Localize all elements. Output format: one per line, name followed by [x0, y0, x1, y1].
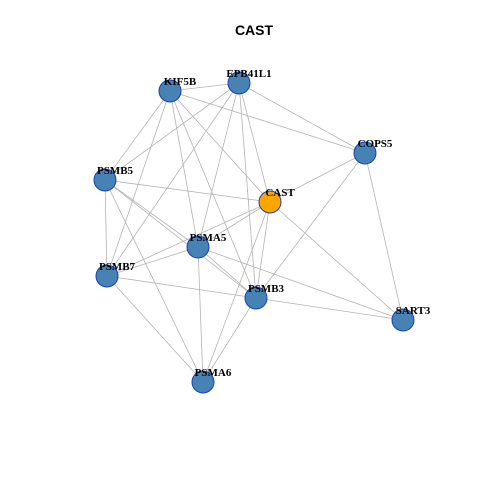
- node-epb41l1: [227, 71, 251, 95]
- edge-epb41l1-psmb7: [106, 82, 240, 277]
- edge-epb41l1-cast: [238, 82, 271, 203]
- edge-psma5-sart3: [197, 246, 404, 321]
- edge-cast-psmb3: [255, 201, 271, 299]
- edge-psmb5-psmb3: [104, 179, 257, 299]
- edge-epb41l1-psma5: [197, 82, 240, 248]
- edge-psmb5-psma5: [104, 179, 199, 248]
- node-psma6: [191, 370, 215, 394]
- node-cops5: [353, 141, 377, 165]
- edge-kif5b-epb41l1: [169, 82, 240, 92]
- node-kif5b: [158, 79, 182, 103]
- edge-epb41l1-psmb5: [104, 82, 240, 181]
- node-label-epb41l1: EPB41L1: [226, 68, 271, 80]
- edge-epb41l1-cops5: [238, 82, 366, 154]
- node-label-cast: CAST: [265, 187, 295, 199]
- node-psmb3: [244, 286, 268, 310]
- edge-layer: [104, 82, 404, 383]
- edge-psmb5-cast: [104, 179, 271, 203]
- edge-kif5b-psmb7: [106, 90, 171, 277]
- edge-psmb3-sart3: [255, 297, 404, 321]
- node-label-psmb5: PSMB5: [97, 165, 134, 177]
- node-label-psma5: PSMA5: [190, 232, 227, 244]
- edge-psmb7-psma6: [106, 275, 204, 383]
- edge-psmb5-psmb7: [104, 179, 108, 277]
- diagram-title: CAST: [235, 22, 274, 38]
- node-label-cops5: COPS5: [358, 138, 393, 150]
- edge-psmb5-psma6: [104, 179, 204, 383]
- edge-cast-sart3: [269, 201, 404, 321]
- node-psmb7: [95, 264, 119, 288]
- edge-cast-psmb7: [106, 201, 271, 277]
- edge-cops5-sart3: [364, 152, 404, 321]
- edge-psma5-psmb7: [106, 246, 199, 277]
- node-sart3: [391, 308, 415, 332]
- edge-kif5b-cops5: [169, 90, 366, 154]
- edge-psma5-psma6: [197, 246, 204, 383]
- node-cast: [258, 190, 282, 214]
- edge-kif5b-psma5: [169, 90, 199, 248]
- edge-cops5-cast: [269, 152, 366, 203]
- edge-kif5b-psmb5: [104, 90, 171, 181]
- node-psma5: [186, 235, 210, 259]
- edge-cast-psma5: [197, 201, 271, 248]
- edge-kif5b-cast: [169, 90, 271, 203]
- node-label-kif5b: KIF5B: [164, 76, 197, 88]
- edge-epb41l1-psmb3: [238, 82, 257, 299]
- node-label-sart3: SART3: [396, 305, 431, 317]
- edge-cast-psma6: [202, 201, 271, 383]
- node-label-psma6: PSMA6: [195, 367, 232, 379]
- edge-psmb7-psmb3: [106, 275, 257, 299]
- node-layer: [93, 71, 415, 394]
- node-label-psmb3: PSMB3: [248, 283, 285, 295]
- edge-psma5-psmb3: [197, 246, 257, 299]
- edge-psmb3-psma6: [202, 297, 257, 383]
- node-label-psmb7: PSMB7: [99, 261, 136, 273]
- node-psmb5: [93, 168, 117, 192]
